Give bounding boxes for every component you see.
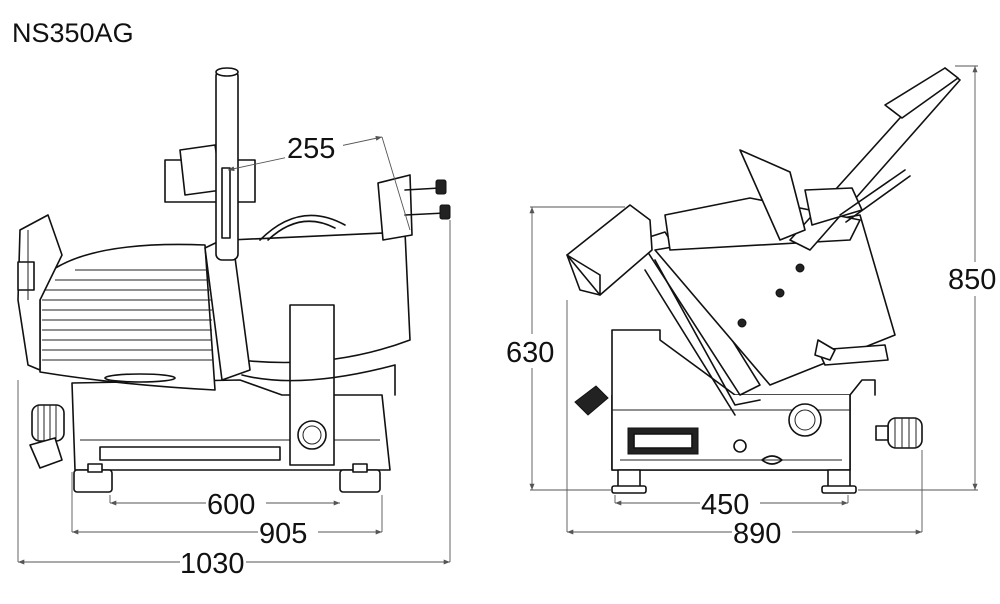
dim-side-630: 630	[506, 337, 554, 369]
dim-front-600: 600	[207, 489, 255, 521]
front-view	[17, 67, 451, 493]
dim-side-850: 850	[948, 264, 996, 296]
dim-front-1030: 1030	[180, 548, 245, 580]
dim-front-255: 255	[287, 133, 335, 165]
dim-side-890: 890	[733, 518, 781, 550]
dim-front-905: 905	[259, 518, 307, 550]
dim-side-450: 450	[701, 489, 749, 521]
model-title: NS350AG	[12, 18, 134, 48]
side-view	[566, 67, 961, 494]
